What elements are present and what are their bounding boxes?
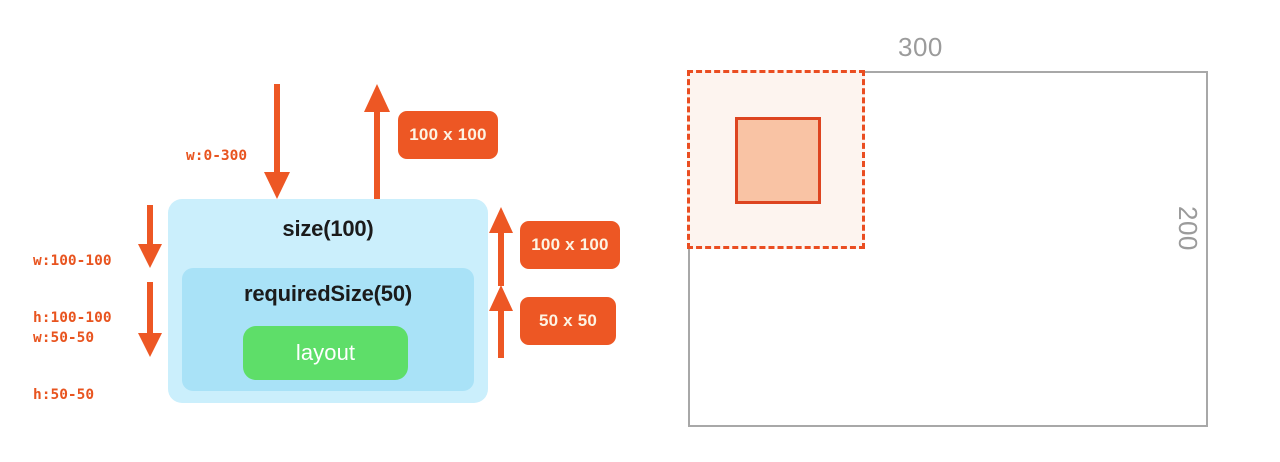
size-bounds-dashed-rect [687,70,865,249]
constraint-required-size: w:50-50 h:50-50 [33,291,94,443]
arrow-down-incoming [264,84,290,199]
dimension-height-label: 200 [1173,206,1203,251]
constraint-size-height: h:100-100 [33,310,112,326]
size-box: size(100) requiredSize(50) layout [168,199,488,403]
dimension-width-label: 300 [898,32,943,62]
badge-measured-top: 100 x 100 [398,111,498,159]
constraint-required-size-width: w:50-50 [33,330,95,346]
badge-required-result: 50 x 50 [520,297,616,345]
required-size-box-label: requiredSize(50) [244,281,412,306]
required-size-box: requiredSize(50) layout [182,268,474,391]
constraint-size-width: w:100-100 [33,253,112,269]
arrow-down-required-constraint [138,282,162,357]
layout-node-label: layout [295,340,356,365]
arrow-down-size-constraint [138,205,162,268]
badge-size-result: 100 x 100 [520,221,620,269]
arrow-up-measured [364,84,390,200]
required-size-square [735,117,821,204]
constraint-required-size-height: h:50-50 [33,387,95,403]
arrow-up-required-result [489,285,513,358]
arrow-up-size-result [489,207,513,286]
layout-node: layout [243,326,408,380]
constraint-incoming-width: w:0-300 [186,148,248,164]
size-box-label: size(100) [282,216,374,241]
constraint-size: w:100-100 h:100-100 [33,214,112,366]
